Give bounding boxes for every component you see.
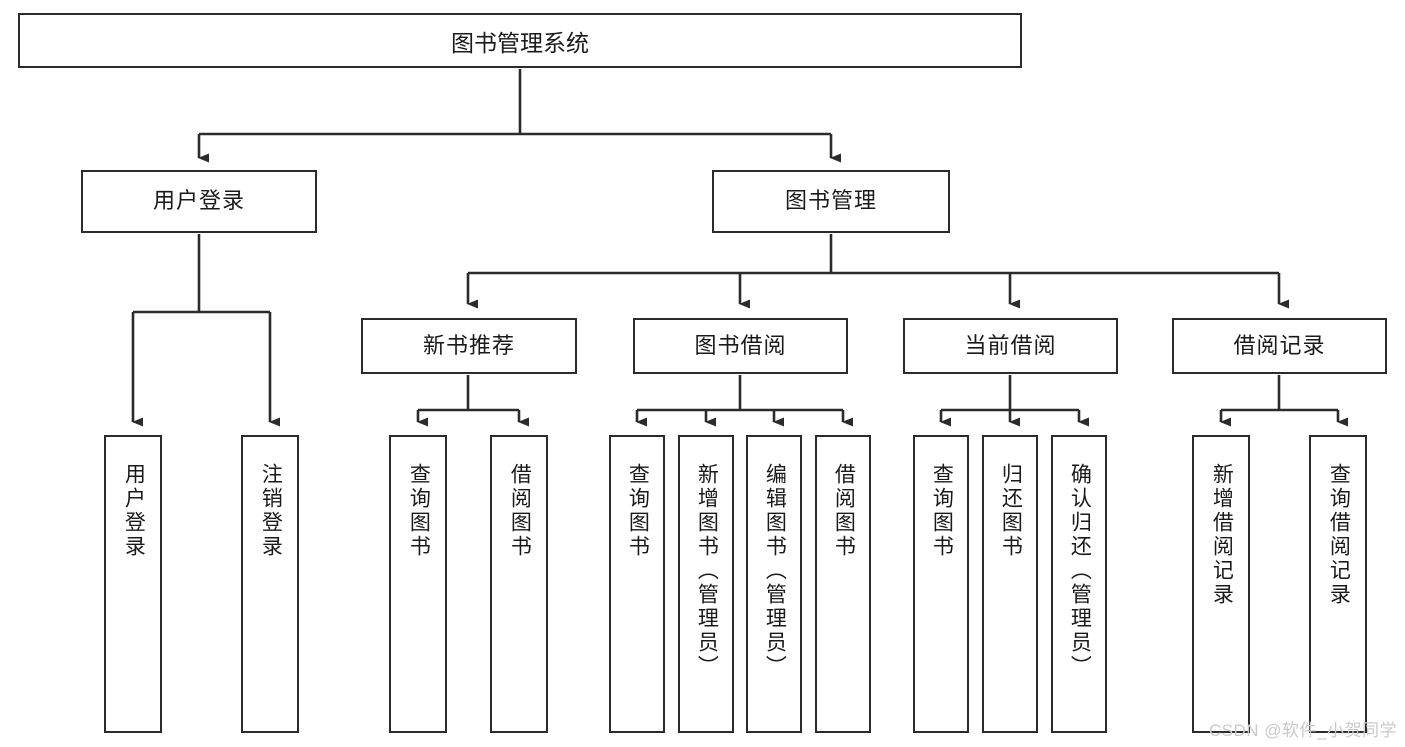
node-book-management[interactable]: 图书管理 [712,170,950,233]
leaf-label: 查询图书 [626,463,650,559]
node-root-label: 图书管理系统 [451,29,589,56]
leaf-label: 新增借阅记录 [1210,463,1234,607]
node-new-book-recommend[interactable]: 新书推荐 [361,318,577,374]
leaf-user-login-login[interactable]: 用户登录 [104,435,162,733]
node-root[interactable]: 图书管理系统 [18,13,1022,68]
leaf-current-return-book[interactable]: 归还图书 [982,435,1038,733]
node-book-borrow-label: 图书借阅 [694,332,787,358]
node-user-login-label: 用户登录 [152,188,245,214]
leaf-label: 借阅图书 [832,463,856,559]
leaf-recommend-query-book[interactable]: 查询图书 [389,435,447,733]
node-current-borrow[interactable]: 当前借阅 [903,318,1118,374]
leaf-borrow-query-book[interactable]: 查询图书 [609,435,665,733]
leaf-recommend-borrow-book[interactable]: 借阅图书 [490,435,548,733]
node-new-book-recommend-label: 新书推荐 [422,332,515,358]
node-book-management-label: 图书管理 [784,188,877,214]
leaf-label: 查询借阅记录 [1327,463,1351,607]
leaf-borrow-add-book[interactable]: 新增图书（管理员） [678,435,734,733]
leaf-label: 新增图书（管理员） [695,463,719,679]
leaf-label: 查询图书 [930,463,954,559]
leaf-label: 编辑图书（管理员） [763,463,787,679]
leaf-label: 查询图书 [407,463,431,559]
leaf-borrow-borrow-book[interactable]: 借阅图书 [815,435,871,733]
node-borrow-record[interactable]: 借阅记录 [1172,318,1387,374]
leaf-label: 归还图书 [999,463,1023,559]
node-book-borrow[interactable]: 图书借阅 [633,318,848,374]
node-current-borrow-label: 当前借阅 [964,332,1057,358]
leaf-label: 借阅图书 [508,463,532,559]
leaf-label: 注销登录 [259,463,283,559]
leaf-label: 用户登录 [122,463,146,559]
leaf-current-query-book[interactable]: 查询图书 [913,435,969,733]
leaf-record-add-record[interactable]: 新增借阅记录 [1192,435,1250,733]
leaf-label: 确认归还（管理员） [1068,463,1092,679]
node-borrow-record-label: 借阅记录 [1233,332,1326,358]
leaf-current-confirm-return[interactable]: 确认归还（管理员） [1051,435,1107,733]
leaf-user-login-logout[interactable]: 注销登录 [241,435,299,733]
leaf-record-query-record[interactable]: 查询借阅记录 [1309,435,1367,733]
watermark: CSDN @软件_小贺同学 [1208,721,1397,740]
leaf-borrow-edit-book[interactable]: 编辑图书（管理员） [746,435,802,733]
node-user-login[interactable]: 用户登录 [81,170,317,233]
